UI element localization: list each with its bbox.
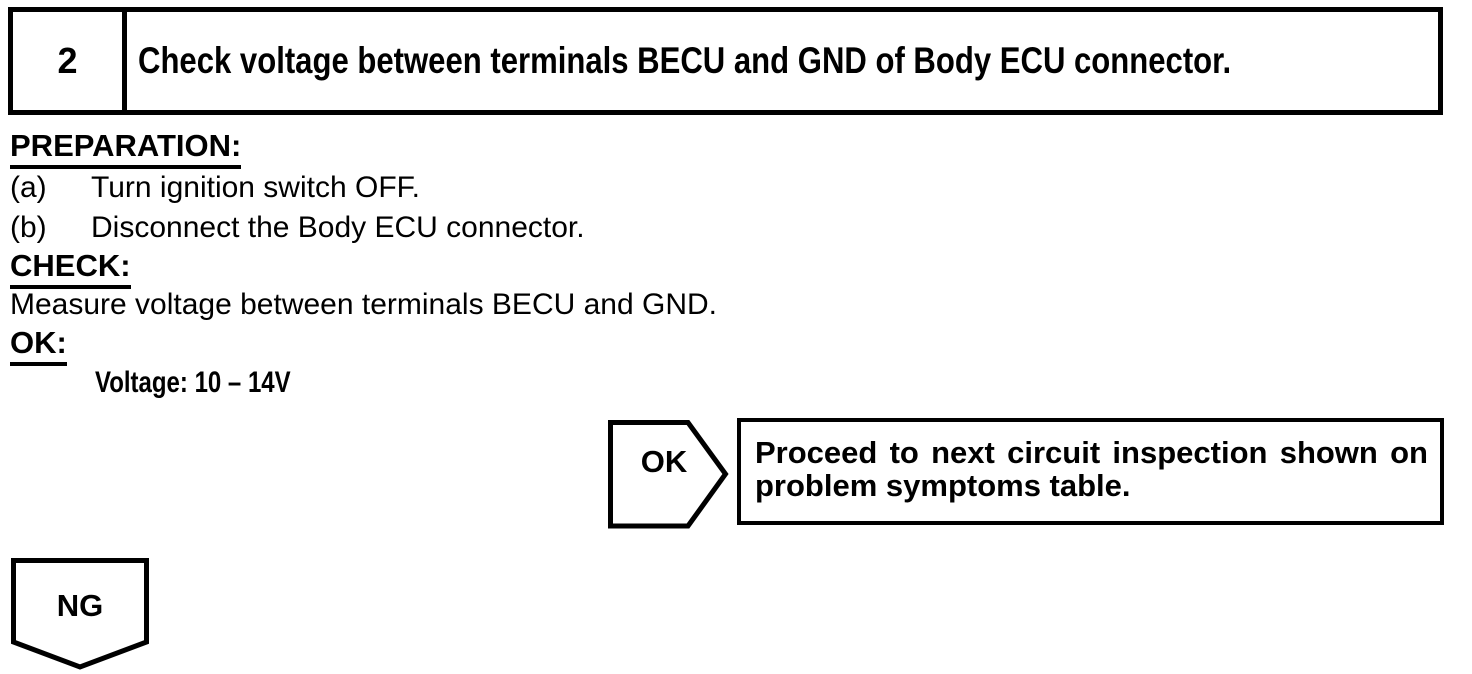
ng-connector-label: NG xyxy=(56,588,104,623)
ok-connector-arrow-icon xyxy=(608,420,729,529)
step-number: 2 xyxy=(13,12,127,110)
step-title: Check voltage between terminals BECU and… xyxy=(138,40,1232,81)
preparation-heading: PREPARATION: xyxy=(10,129,242,169)
preparation-step-text: Turn ignition switch OFF. xyxy=(91,171,420,204)
check-heading: CHECK: xyxy=(10,249,131,289)
ok-criteria-heading: OK: xyxy=(10,326,67,366)
ok-criteria-value: Voltage: 10 – 14V xyxy=(95,366,291,399)
check-text: Measure voltage between terminals BECU a… xyxy=(10,288,717,321)
preparation-step-label: (a) xyxy=(10,171,47,204)
preparation-step-label: (b) xyxy=(10,211,47,244)
step-header: 2 Check voltage between terminals BECU a… xyxy=(8,7,1443,115)
preparation-step-text: Disconnect the Body ECU connector. xyxy=(91,211,585,244)
ok-action-box: Proceed to next circuit inspection shown… xyxy=(737,418,1444,525)
ng-connector-arrow-icon xyxy=(11,558,149,670)
ok-action-line1: Proceed to next circuit inspection shown… xyxy=(755,435,1428,470)
ok-action-line2: problem symptoms table. xyxy=(755,468,1131,503)
ok-connector-label: OK xyxy=(640,444,688,479)
step-title-cell: Check voltage between terminals BECU and… xyxy=(127,12,1438,110)
